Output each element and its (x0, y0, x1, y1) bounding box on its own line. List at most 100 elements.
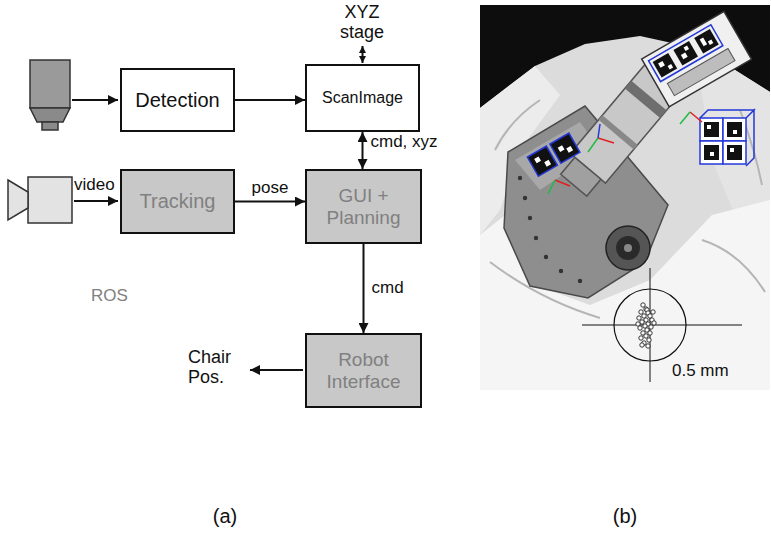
data-point (648, 331, 652, 335)
edge-label: cmd (372, 279, 404, 298)
knob-center (624, 244, 632, 252)
marker-bit (733, 130, 737, 134)
plate-hole (544, 255, 548, 259)
plate-hole (534, 236, 538, 240)
marker-bit (700, 37, 707, 46)
box-label: ScanImage (322, 89, 403, 107)
scale-label: 0.5 mm (672, 362, 729, 381)
microscope-icon (30, 60, 70, 130)
marker-bit (668, 64, 673, 69)
plate-hole (528, 216, 532, 220)
crosshair (582, 325, 742, 326)
axis-y (680, 112, 690, 124)
data-point (639, 336, 643, 340)
data-point (652, 321, 656, 325)
scatter-plot (582, 268, 742, 382)
region-label: ROS (91, 286, 128, 306)
marker-cluster (527, 133, 580, 176)
marker-bit (684, 46, 689, 51)
signal-arrow (74, 200, 118, 202)
signal-arrow (250, 369, 303, 371)
signal-arrow (72, 99, 118, 101)
marker-bit (534, 156, 541, 163)
box-body (642, 12, 752, 107)
marker-bit (566, 146, 573, 153)
tolerance-circle (614, 289, 686, 361)
marker-bit (707, 125, 711, 129)
axis-z (598, 124, 600, 138)
pose-outline (700, 110, 754, 166)
camera-icon (8, 177, 72, 223)
box-side (667, 48, 735, 95)
scatter-points (636, 303, 656, 348)
connector-arrow (362, 132, 364, 169)
data-point (641, 303, 645, 307)
plate-hole (518, 176, 522, 180)
process-box: Tracking (120, 169, 235, 234)
connector-arrow (235, 201, 305, 203)
marker-bit (730, 148, 734, 152)
process-box: GUI + Planning (305, 169, 422, 244)
camera-lens (8, 180, 28, 220)
pose-outline (700, 141, 723, 164)
marker-bit (681, 52, 688, 59)
microscope-nozzle (30, 108, 70, 122)
data-point (649, 325, 653, 329)
marker-bit (544, 160, 551, 167)
data-point (639, 310, 643, 314)
knob-center (616, 236, 640, 260)
microscope-tip (42, 122, 58, 130)
axis-y (548, 180, 555, 194)
marker-bit (710, 152, 714, 156)
microscope-body (30, 60, 70, 108)
plate-hole (578, 279, 582, 283)
process-box: Robot Interface (305, 333, 422, 408)
box-label: Detection (135, 89, 220, 112)
fiducial-marker (550, 133, 580, 163)
camera-body (28, 177, 72, 223)
axis-y (588, 138, 598, 152)
axis-x (598, 138, 614, 143)
data-point (637, 316, 641, 320)
data-point (638, 326, 642, 330)
panel-label: (a) (200, 505, 250, 527)
data-point (647, 338, 651, 342)
fiducial-marker (727, 122, 742, 137)
output-label: Chair Pos. (188, 348, 246, 388)
axis-x (555, 180, 570, 186)
fiducial-marker (704, 145, 719, 160)
edge-label: pose (252, 179, 289, 198)
axis-x (690, 112, 702, 122)
fiducial-marker (727, 145, 742, 160)
plate-hole (559, 269, 563, 273)
objective-tip (561, 157, 601, 196)
marker-bit (708, 40, 713, 45)
photo (480, 5, 770, 390)
connector-arrow (235, 99, 305, 101)
data-point (646, 344, 650, 348)
process-box: ScanImage (305, 64, 420, 132)
photo-ground (480, 5, 770, 390)
data-point (644, 334, 648, 338)
data-point (640, 343, 644, 347)
marker-bit (558, 145, 565, 152)
marker-bit (658, 61, 665, 68)
fiducial-marker (704, 122, 719, 137)
knob (606, 226, 650, 270)
pose-outline (723, 118, 746, 141)
stage-label: XYZ stage (332, 3, 392, 43)
objective-band (599, 115, 638, 149)
process-box: Detection (120, 68, 235, 132)
panel-label: (b) (600, 505, 650, 527)
objective (556, 46, 695, 200)
region-fill (85, 155, 442, 438)
pose-outline (700, 118, 723, 141)
box-label: Robot Interface (313, 349, 414, 393)
data-point (651, 310, 655, 314)
box-label: GUI + Planning (313, 185, 414, 229)
marker-cluster (700, 110, 754, 166)
marker-box (642, 12, 752, 107)
edge-label: cmd, xyz (371, 133, 438, 152)
connector-arrow (363, 244, 365, 333)
